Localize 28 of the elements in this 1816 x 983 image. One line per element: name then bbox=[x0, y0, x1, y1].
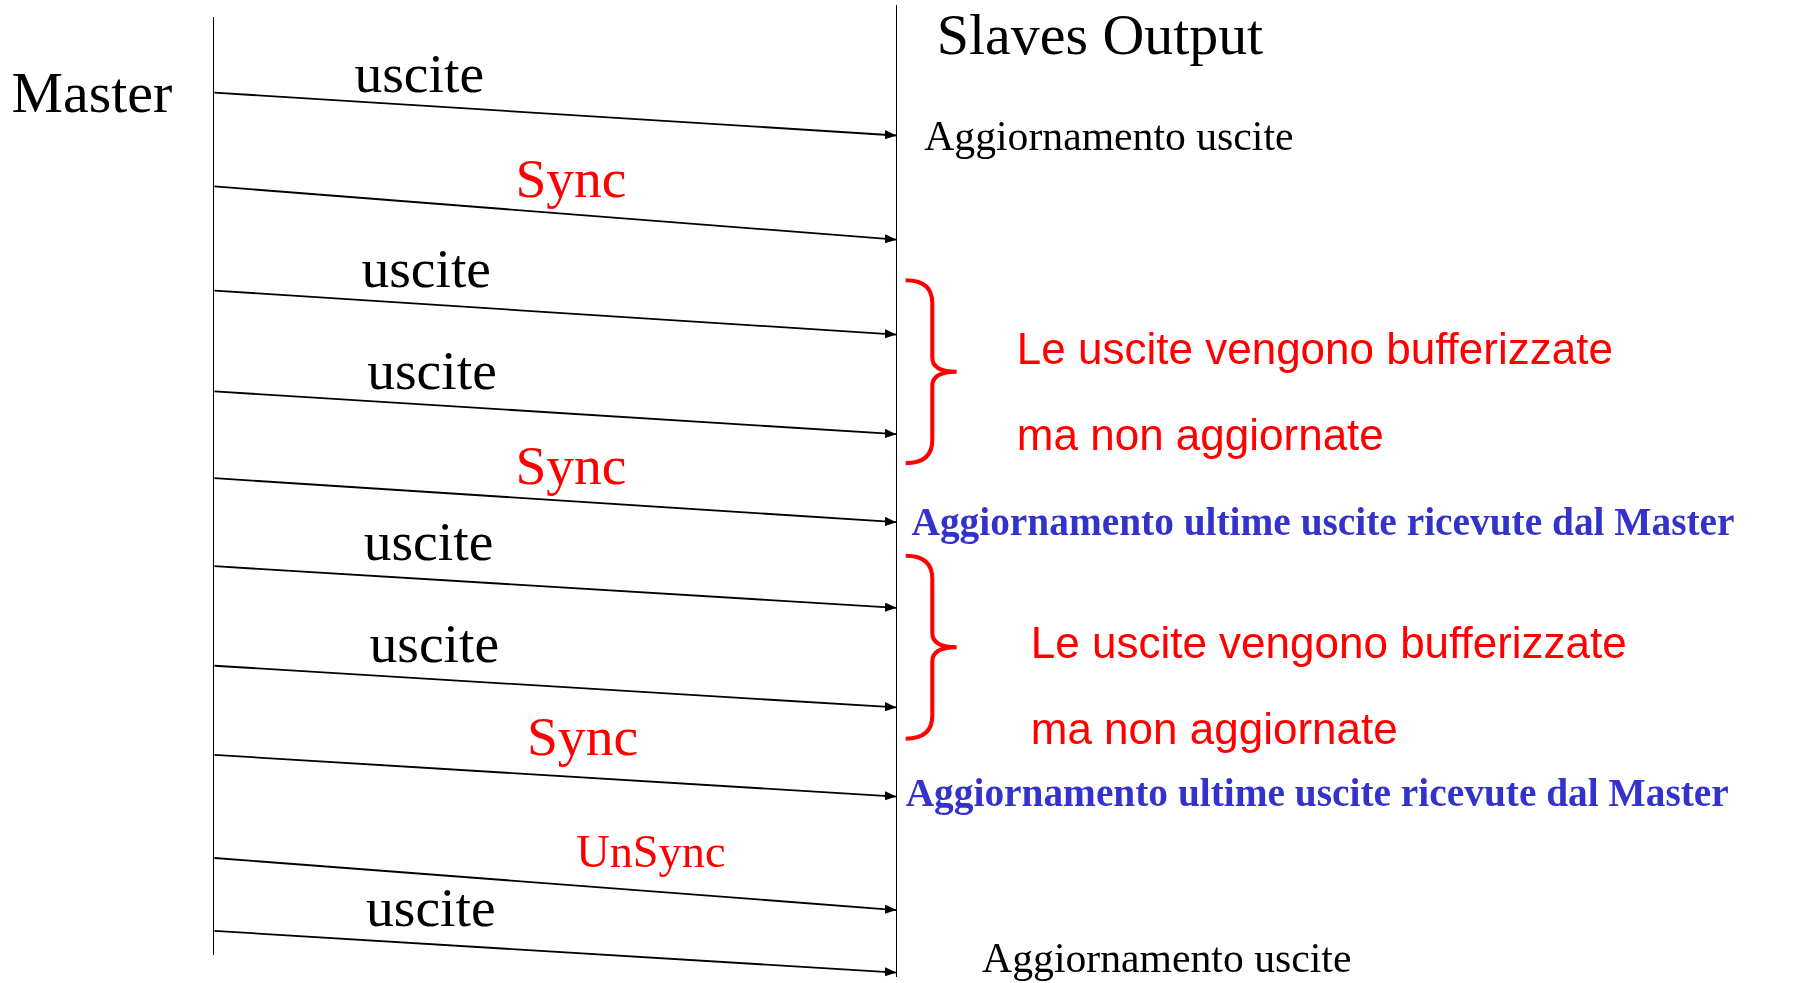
arrow bbox=[213, 390, 898, 439]
arrow bbox=[213, 91, 898, 140]
message-label: Sync bbox=[526, 708, 639, 765]
arrow bbox=[213, 289, 898, 339]
message-label: Sync bbox=[515, 437, 627, 494]
message-label: uscite bbox=[363, 514, 494, 570]
arrow bbox=[213, 929, 898, 977]
lifeline-title: Master bbox=[11, 63, 173, 122]
message-label: UnSync bbox=[576, 829, 726, 876]
arrow bbox=[213, 754, 898, 801]
message-label: uscite bbox=[361, 240, 491, 297]
arrow bbox=[213, 664, 898, 712]
bracket-note: Le uscite vengono bufferizzate ma non aggiornate bbox=[1030, 616, 1628, 755]
arrow bbox=[213, 477, 898, 527]
message-label: uscite bbox=[367, 342, 497, 399]
arrow bbox=[213, 565, 898, 612]
lifeline-title: Slaves Output bbox=[936, 5, 1264, 64]
slave-note: Aggiornamento ultime uscite ricevute dal Master bbox=[911, 502, 1735, 542]
message-label: Sync bbox=[515, 150, 627, 207]
message-label: uscite bbox=[354, 46, 485, 102]
slave-note: Aggiornamento uscite bbox=[982, 938, 1352, 980]
slave-note: Aggiornamento uscite bbox=[924, 115, 1294, 158]
slave-note: Aggiornamento ultime uscite ricevute dal Master bbox=[905, 773, 1729, 813]
bracket-note: Le uscite vengono bufferizzate ma non aggiornate bbox=[1016, 322, 1614, 461]
message-label: uscite bbox=[369, 616, 500, 672]
message-label: uscite bbox=[366, 880, 496, 936]
arrow bbox=[213, 185, 898, 244]
arrow bbox=[213, 857, 898, 914]
